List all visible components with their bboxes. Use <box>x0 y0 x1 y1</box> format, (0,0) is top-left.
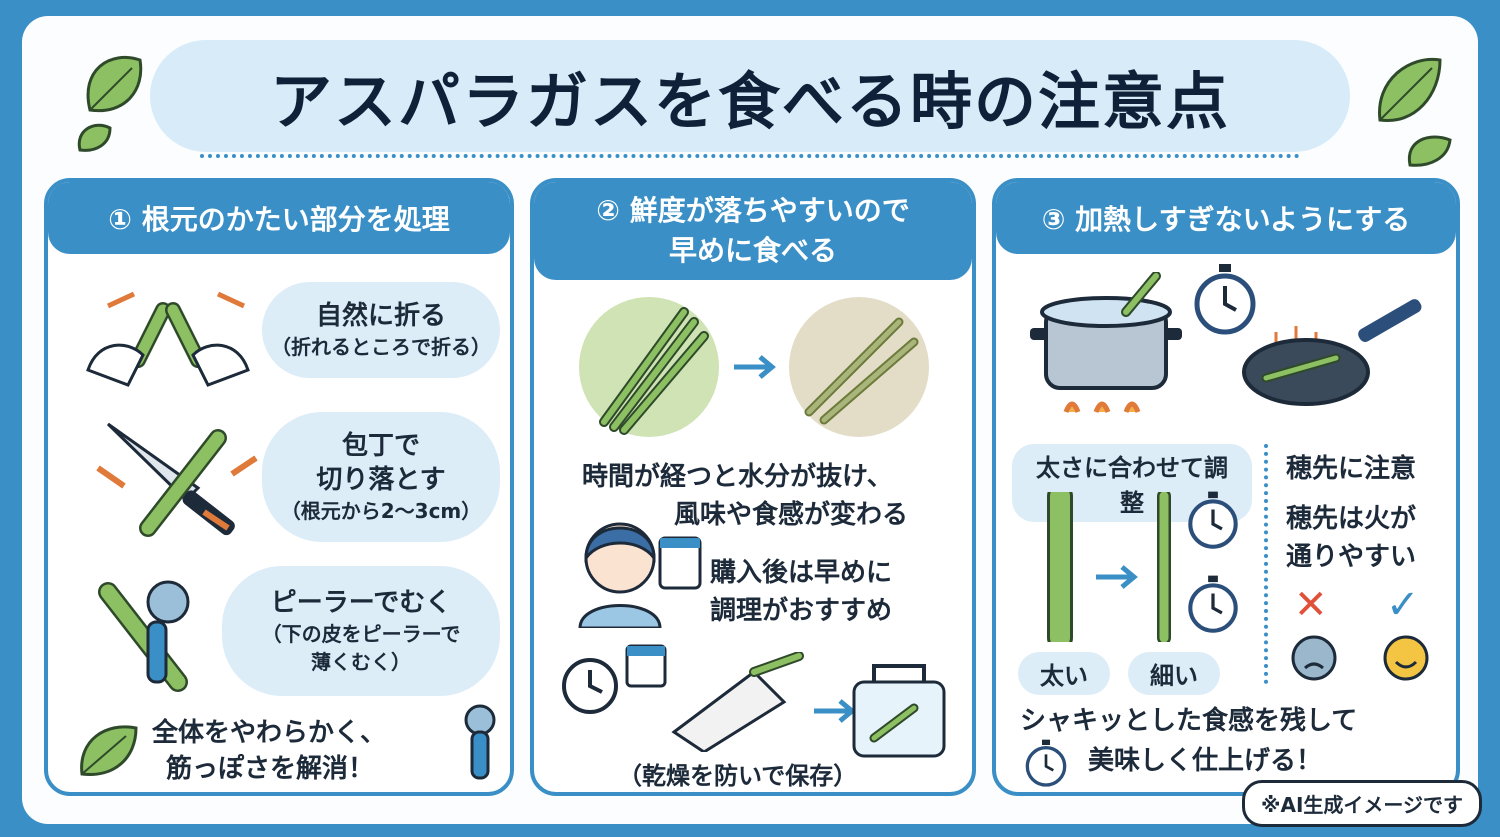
panel3-summary-2: 美味しく仕上げる！ <box>1088 746 1323 776</box>
break-label: 自然に折る <box>315 301 446 331</box>
knife-bubble: 包丁で 切り落とす （根元から2〜3cm） <box>262 412 500 542</box>
thick-label: 太い <box>1018 652 1110 695</box>
stopwatch-icon <box>1025 739 1067 787</box>
arrow-right-icon <box>734 355 776 379</box>
smile-face-icon <box>1383 635 1429 681</box>
knife-note: （根元から2〜3cm） <box>280 499 482 523</box>
fresh-asparagus-bundle-icon <box>579 297 719 437</box>
peeler-bubble: ピーラーでむく （下の皮をピーラーで 薄くむく） <box>222 566 500 696</box>
knife-icon <box>96 422 258 537</box>
stopwatch-icon <box>1188 491 1238 549</box>
panel1-summary-2: 筋っぽさを解消！ <box>166 754 375 784</box>
peeler-note-2: 薄くむく） <box>311 650 411 674</box>
knife-label-1: 包丁で <box>341 431 420 461</box>
title-banner: アスパラガスを食べる時の注意点 <box>150 40 1350 152</box>
tip-note-line-1: 穂先は火が <box>1286 504 1417 534</box>
panel-heading: ② 鮮度が落ちやすいので 早めに食べる <box>534 182 972 280</box>
panel3-summary-1: シャキッとした食感を残して <box>1020 706 1358 736</box>
cross-icon: ✕ <box>1294 582 1328 628</box>
thin-label: 細い <box>1128 652 1220 695</box>
section-divider <box>1264 444 1268 684</box>
panel-cooking-time: ③ 加熱しすぎないようにする 太さに合わせて調整 穂先に注意 <box>992 178 1460 796</box>
peeler-icon <box>98 580 190 692</box>
panel-heading-text: ① 根元のかたい部分を処理 <box>108 203 450 236</box>
leaf-icon <box>77 55 143 152</box>
storage-note: （乾燥を防いで保存） <box>618 762 858 790</box>
frying-pan-icon <box>1242 299 1422 406</box>
peeler-icon <box>464 704 496 780</box>
thick-asparagus-icon <box>1047 492 1073 642</box>
panel-trim-base: ① 根元のかたい部分を処理 自然に折る （折れるところで折る） 包丁で 切り落と… <box>44 178 514 796</box>
stopwatch-icon <box>1188 575 1238 633</box>
page-title: アスパラガスを食べる時の注意点 <box>269 65 1230 138</box>
panel1-summary-1: 全体をやわらかく、 <box>152 718 387 748</box>
ai-generated-badge: ※AI生成イメージです <box>1242 780 1482 827</box>
panel-freshness: ② 鮮度が落ちやすいので 早めに食べる 時間が経つと水分が抜け、 風味や食感が変… <box>530 178 976 796</box>
stopwatch-icon <box>1194 264 1256 335</box>
wrapped-asparagus-icon <box>671 652 804 752</box>
leaf-icon <box>1378 57 1452 167</box>
title-divider <box>200 154 1300 158</box>
peeler-note-1: （下の皮をピーラーで <box>261 622 461 646</box>
quality-change-line-1: 時間が経つと水分が抜け、 <box>582 462 893 492</box>
calendar-icon <box>625 644 667 688</box>
thin-asparagus-icon <box>1157 492 1171 642</box>
peeler-label: ピーラーでむく <box>270 588 452 618</box>
clock-icon <box>562 658 618 714</box>
break-bubble: 自然に折る （折れるところで折る） <box>262 282 500 378</box>
storage-bag-icon <box>852 664 946 758</box>
advice-line-2: 調理がおすすめ <box>710 596 893 626</box>
wilted-asparagus-icon <box>789 297 929 437</box>
break-note: （折れるところで折る） <box>271 335 491 359</box>
tip-label: 穂先に注意 <box>1286 454 1417 484</box>
quality-change-line-2: 風味や食感が変わる <box>674 500 909 530</box>
panel-heading-text: ③ 加熱しすぎないようにする <box>1041 203 1411 236</box>
panel-heading: ③ 加熱しすぎないようにする <box>996 182 1456 254</box>
leaf-icon <box>80 725 138 776</box>
hands-breaking-asparagus-icon <box>86 291 250 387</box>
tip-note-line-2: 通りやすい <box>1286 542 1417 572</box>
person-with-calendar-icon <box>578 522 702 628</box>
advice-line-1: 購入後は早めに <box>710 558 893 588</box>
panel-heading-line-2: 早めに食べる <box>668 234 837 267</box>
panel-heading-line-1: ② 鮮度が落ちやすいので <box>596 194 910 227</box>
panel-heading: ① 根元のかたい部分を処理 <box>48 182 510 254</box>
check-icon: ✓ <box>1386 582 1420 628</box>
boiling-pot-icon <box>1030 272 1182 413</box>
knife-label-2: 切り落とす <box>316 465 446 495</box>
arrow-right-icon <box>814 699 856 723</box>
sad-face-icon <box>1291 635 1337 681</box>
arrow-right-icon <box>1096 565 1138 589</box>
